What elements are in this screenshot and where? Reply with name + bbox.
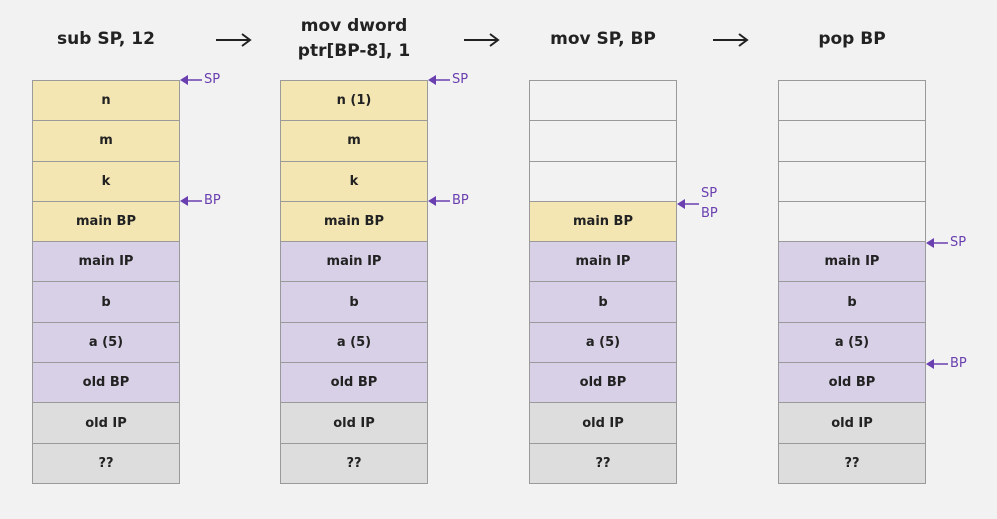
pointer-label: SP: [701, 186, 718, 201]
pointer-arrow-icon: [428, 75, 450, 85]
stack-cell: k: [281, 161, 427, 202]
step-arrow-icon: [216, 33, 252, 47]
sp-bp-pointer: SP BP: [677, 184, 718, 224]
stack-cell-empty: [779, 81, 925, 122]
stack-cell-empty: [779, 161, 925, 202]
step-4-title: pop BP: [818, 29, 886, 49]
stack-cell: main BP: [281, 201, 427, 243]
stack-cell: old BP: [779, 363, 925, 404]
stack-cell: ??: [281, 443, 427, 484]
stack-cell: n (1): [281, 81, 427, 122]
stack-cell: a (5): [33, 322, 179, 364]
bp-pointer: BP: [926, 354, 967, 374]
stack-cell: m: [33, 121, 179, 162]
stack-cell: a (5): [281, 322, 427, 364]
pointer-label: BP: [950, 356, 967, 371]
stack-cell: main IP: [530, 242, 676, 283]
stack-cell-empty: [530, 121, 676, 162]
pointer-label: BP: [452, 193, 469, 208]
pointer-arrow-icon: [926, 359, 948, 369]
step-3-title: mov SP, BP: [550, 29, 656, 49]
pointer-label: SP: [950, 235, 967, 250]
pointer-label: SP: [452, 72, 469, 87]
stack-cell: a (5): [779, 322, 925, 364]
stack-cell: a (5): [530, 322, 676, 364]
sp-pointer: SP: [180, 70, 220, 90]
step-2-title: mov dword ptr[BP-8], 1: [297, 16, 411, 61]
stack-cell: old IP: [33, 403, 179, 444]
stack-cell: old IP: [281, 403, 427, 444]
step-arrow-icon: [713, 33, 749, 47]
stack-cell-empty: [530, 81, 676, 122]
sp-pointer: SP: [926, 233, 966, 253]
pointer-label: BP: [701, 206, 718, 221]
stack-cell: main IP: [33, 242, 179, 283]
pointer-arrow-icon: [180, 196, 202, 206]
pointer-arrow-icon: [926, 238, 948, 248]
stack-cell: old BP: [530, 363, 676, 404]
pointer-arrow-icon: [428, 196, 450, 206]
stack-cell: b: [33, 282, 179, 323]
stack-cell-empty: [530, 161, 676, 202]
pointer-label: BP: [204, 193, 221, 208]
stack-cell: ??: [779, 443, 925, 484]
step-arrow-icon: [464, 33, 500, 47]
stack-cell: k: [33, 161, 179, 202]
step-1-title: sub SP, 12: [57, 29, 155, 49]
stack-cell: b: [281, 282, 427, 323]
stack-cell: b: [530, 282, 676, 323]
stack-cell: old IP: [530, 403, 676, 444]
sp-pointer: SP: [428, 70, 468, 90]
stack-cell: old IP: [779, 403, 925, 444]
pointer-arrow-icon: [677, 199, 699, 209]
pointer-arrow-icon: [180, 75, 202, 85]
stack-cell: main BP: [33, 201, 179, 243]
stack-cell: m: [281, 121, 427, 162]
stack-cell-empty: [779, 121, 925, 162]
stack-cell: main BP: [530, 201, 676, 243]
stack-cell: old BP: [281, 363, 427, 404]
stack-cell-empty: [779, 201, 925, 243]
stack-cell: b: [779, 282, 925, 323]
stack-cell: ??: [530, 443, 676, 484]
bp-pointer: BP: [428, 191, 469, 211]
bp-pointer: BP: [180, 191, 221, 211]
stack-cell: main IP: [779, 242, 925, 283]
stack-cell: n: [33, 81, 179, 122]
pointer-label: SP: [204, 72, 221, 87]
stack-cell: old BP: [33, 363, 179, 404]
stack-cell: main IP: [281, 242, 427, 283]
stack-cell: ??: [33, 443, 179, 484]
